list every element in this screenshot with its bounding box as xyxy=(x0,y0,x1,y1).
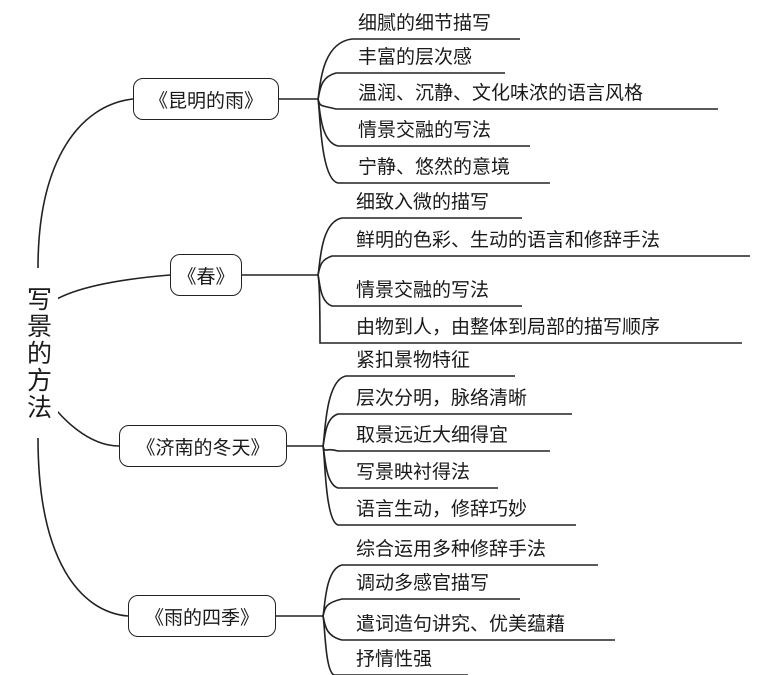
leaf-text: 写景映衬得法 xyxy=(356,461,471,483)
leaf-connector xyxy=(322,413,572,447)
leaf-connector xyxy=(317,255,750,276)
root-connector-2 xyxy=(41,274,171,311)
root-topic: 写景的方法 xyxy=(18,268,58,438)
leaf-text: 丰富的层次感 xyxy=(358,46,473,68)
leaf-text: 情景交融的写法 xyxy=(356,279,490,301)
leaf-text: 抒情性强 xyxy=(356,648,433,670)
root-connector-4 xyxy=(37,437,129,617)
root-connector-1 xyxy=(37,98,134,269)
leaf-connector xyxy=(322,445,550,452)
leaf-connector xyxy=(317,274,742,344)
leaf-text: 综合运用多种修辞手法 xyxy=(356,538,547,560)
leaf-connector xyxy=(322,445,576,526)
leaf-text: 遣词造句讲究、优美蕴藉 xyxy=(356,613,566,635)
leaf-connector xyxy=(317,72,505,100)
leaf-text: 取景远近大细得宜 xyxy=(356,424,509,446)
leaf-text: 温润、沉静、文化味浓的语言风格 xyxy=(358,82,644,104)
branch-node-2: 《春》 xyxy=(170,254,242,296)
branch-node-3: 《济南的冬天》 xyxy=(119,425,287,467)
leaf-text: 紧扣景物特征 xyxy=(356,349,471,371)
leaf-text: 情景交融的写法 xyxy=(358,119,492,141)
branch-node-4: 《雨的四季》 xyxy=(128,595,276,637)
leaf-text: 细腻的细节描写 xyxy=(358,12,492,34)
leaf-connector xyxy=(322,598,520,617)
leaf-text: 调动多感官描写 xyxy=(356,572,490,594)
leaf-text: 由物到人，由整体到局部的描写顺序 xyxy=(356,316,661,338)
branch-node-1: 《昆明的雨》 xyxy=(133,78,279,120)
leaf-text: 细致入微的描写 xyxy=(356,191,490,213)
leaf-text: 层次分明，脉络清晰 xyxy=(356,387,528,409)
leaf-connector xyxy=(317,98,550,184)
leaf-text: 语言生动，修辞巧妙 xyxy=(356,498,528,520)
root-label: 写景的方法 xyxy=(23,285,53,421)
leaf-text: 鲜明的色彩、生动的语言和修辞手法 xyxy=(356,229,661,251)
leaf-text: 宁静、悠然的意境 xyxy=(358,156,511,178)
